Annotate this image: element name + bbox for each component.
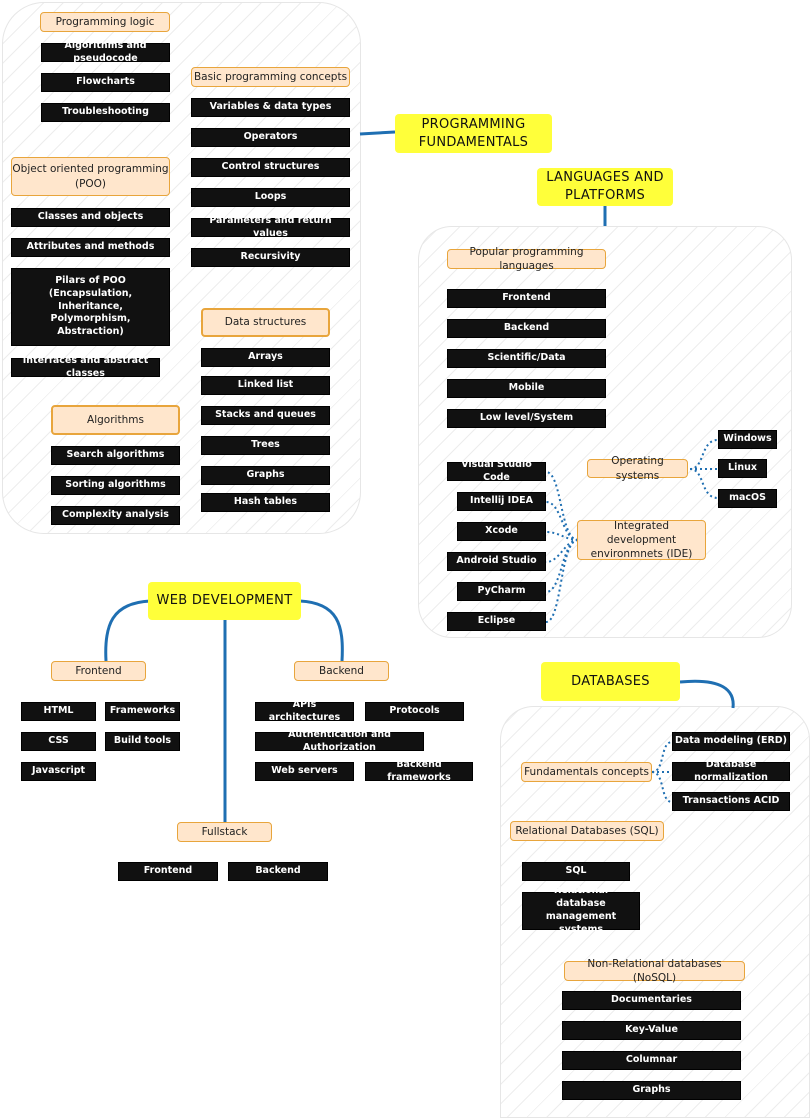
web-javascript: Javascript bbox=[21, 762, 96, 781]
item-search-algorithms: Search algorithms bbox=[51, 446, 180, 465]
lang-frontend: Frontend bbox=[447, 289, 606, 308]
lang-mobile: Mobile bbox=[447, 379, 606, 398]
basic-concepts-category: Basic programming concepts bbox=[191, 67, 350, 87]
web-build-tools: Build tools bbox=[105, 732, 180, 751]
item-parameters-return: Parameters and return values bbox=[191, 215, 350, 239]
web-html: HTML bbox=[21, 702, 96, 721]
databases-connector bbox=[679, 679, 735, 709]
programming-logic-category: Programming logic bbox=[40, 12, 170, 32]
item-hash-tables: Hash tables bbox=[201, 493, 330, 512]
web-fullstack-category: Fullstack bbox=[177, 822, 272, 842]
ide-vscode: Visual Studio Code bbox=[447, 459, 546, 483]
db-documentaries: Documentaries bbox=[562, 991, 741, 1010]
item-linked-list: Linked list bbox=[201, 376, 330, 395]
db-key-value: Key-Value bbox=[562, 1021, 741, 1040]
relational-db-category: Relational Databases (SQL) bbox=[510, 821, 664, 841]
item-troubleshooting: Troubleshooting bbox=[41, 103, 170, 122]
item-complexity-analysis: Complexity analysis bbox=[51, 506, 180, 525]
fullstack-frontend: Frontend bbox=[118, 862, 218, 881]
item-stacks-queues: Stacks and queues bbox=[201, 406, 330, 425]
lang-low-level: Low level/System bbox=[447, 409, 606, 428]
item-trees: Trees bbox=[201, 436, 330, 455]
web-frontend-connector bbox=[104, 599, 151, 662]
fundamentals-concepts-category: Fundamentals concepts bbox=[521, 762, 652, 782]
db-columnar: Columnar bbox=[562, 1051, 741, 1070]
algorithms-category: Algorithms bbox=[51, 405, 180, 435]
databases-title: DATABASES bbox=[541, 662, 680, 701]
web-frameworks: Frameworks bbox=[105, 702, 180, 721]
programming-connector bbox=[359, 130, 396, 136]
db-normalization: Database normalization bbox=[672, 759, 790, 783]
lang-scientific-data: Scientific/Data bbox=[447, 349, 606, 368]
data-structures-category: Data structures bbox=[201, 308, 330, 337]
web-css: CSS bbox=[21, 732, 96, 751]
fullstack-backend: Backend bbox=[228, 862, 328, 881]
lang-backend: Backend bbox=[447, 319, 606, 338]
db-rdbms: Relational database management systems bbox=[522, 885, 640, 935]
db-graphs: Graphs bbox=[562, 1081, 741, 1100]
languages-platforms-title: LANGUAGES AND PLATFORMS bbox=[537, 168, 673, 206]
item-arrays: Arrays bbox=[201, 348, 330, 367]
item-graphs: Graphs bbox=[201, 466, 330, 485]
web-protocols: Protocols bbox=[365, 702, 464, 721]
item-interfaces-abstract: Interfaces and abstract classes bbox=[11, 355, 160, 379]
web-backend-frameworks: Backend frameworks bbox=[365, 759, 473, 783]
web-backend-connector bbox=[299, 599, 344, 662]
item-loops: Loops bbox=[191, 188, 350, 207]
item-classes-objects: Classes and objects bbox=[11, 208, 170, 227]
item-flowcharts: Flowcharts bbox=[41, 73, 170, 92]
ide-android-studio: Android Studio bbox=[447, 552, 546, 571]
web-frontend-category: Frontend bbox=[51, 661, 146, 681]
web-development-title: WEB DEVELOPMENT bbox=[148, 582, 301, 620]
item-sorting-algorithms: Sorting algorithms bbox=[51, 476, 180, 495]
os-windows: Windows bbox=[718, 430, 777, 449]
non-relational-db-category: Non-Relational databases (NoSQL) bbox=[564, 958, 745, 984]
os-macos: macOS bbox=[718, 489, 777, 508]
item-pilars-poo: Pilars of POO (Encapsulation, Inheritanc… bbox=[11, 268, 170, 346]
web-apis: APIs architectures bbox=[255, 699, 354, 723]
item-variables: Variables & data types bbox=[191, 98, 350, 117]
ide-category: Integrated development environmnets (IDE… bbox=[577, 520, 706, 560]
ide-xcode: Xcode bbox=[457, 522, 546, 541]
popular-languages-category: Popular programming languages bbox=[447, 246, 606, 272]
programming-fundamentals-title: PROGRAMMING FUNDAMENTALS bbox=[395, 114, 552, 153]
web-auth: Authentication and Authorization bbox=[255, 729, 424, 753]
web-servers: Web servers bbox=[255, 762, 354, 781]
ide-eclipse: Eclipse bbox=[447, 612, 546, 631]
item-operators: Operators bbox=[191, 128, 350, 147]
item-algorithms-pseudocode: Algorithms and pseudocode bbox=[41, 40, 170, 64]
item-control-structures: Control structures bbox=[191, 158, 350, 177]
os-linux: Linux bbox=[718, 459, 767, 478]
oop-category: Object oriented programming (POO) bbox=[11, 157, 170, 196]
ide-intellij: Intellij IDEA bbox=[457, 492, 546, 511]
db-data-modeling: Data modeling (ERD) bbox=[672, 732, 790, 751]
db-sql: SQL bbox=[522, 862, 630, 881]
item-recursivity: Recursivity bbox=[191, 248, 350, 267]
web-backend-category: Backend bbox=[294, 661, 389, 681]
operating-systems-category: Operating systems bbox=[587, 455, 688, 482]
db-transactions-acid: Transactions ACID bbox=[672, 792, 790, 811]
item-attributes-methods: Attributes and methods bbox=[11, 238, 170, 257]
ide-pycharm: PyCharm bbox=[457, 582, 546, 601]
